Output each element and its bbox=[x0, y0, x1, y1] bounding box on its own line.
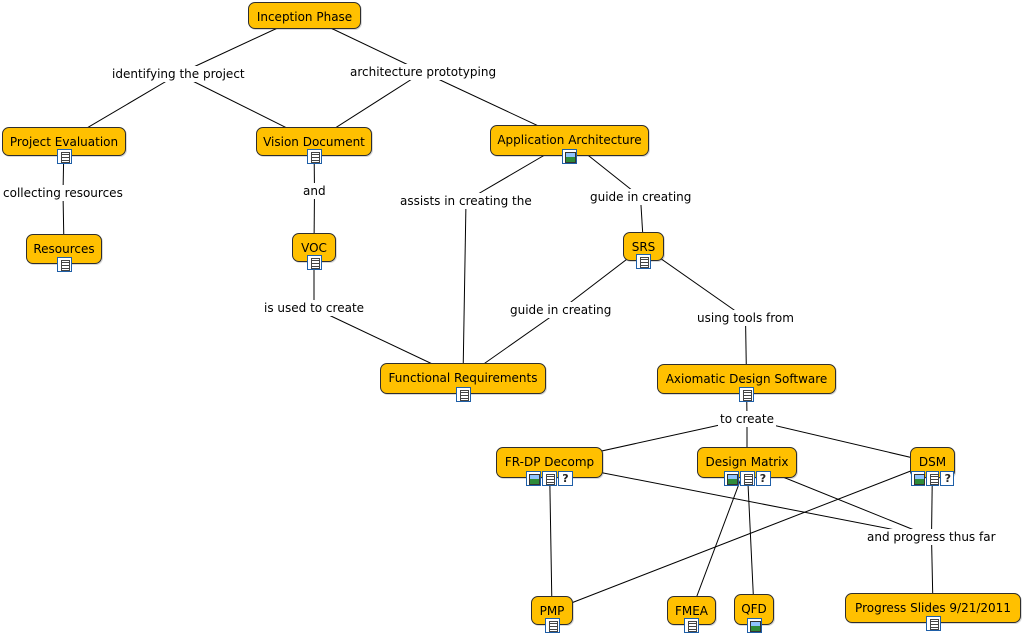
node-label: DSM bbox=[918, 455, 947, 469]
document-icon[interactable] bbox=[455, 387, 471, 402]
node-label: Resources bbox=[33, 242, 95, 256]
help-icon[interactable] bbox=[558, 471, 573, 486]
connector-frdp-pmp bbox=[549, 462, 553, 611]
help-icon[interactable] bbox=[940, 471, 955, 486]
document-icon[interactable] bbox=[306, 255, 322, 270]
node-resources[interactable]: Resources bbox=[26, 234, 102, 272]
link-label-guide-in-creating-2: guide in creating bbox=[508, 302, 614, 318]
node-label: Progress Slides 9/21/2011 bbox=[855, 601, 1011, 615]
document-icon[interactable] bbox=[544, 618, 560, 633]
node-label: Application Architecture bbox=[497, 133, 642, 147]
image-icon[interactable] bbox=[526, 471, 541, 486]
document-icon[interactable] bbox=[56, 257, 72, 272]
connector-design_matrix-qfd bbox=[746, 462, 755, 610]
document-icon[interactable] bbox=[306, 149, 322, 164]
link-label-using-tools-from: using tools from bbox=[695, 310, 796, 326]
connector-dsm-pmp bbox=[551, 462, 933, 611]
node-pmp[interactable]: PMP bbox=[531, 596, 573, 633]
node-project-evaluation[interactable]: Project Evaluation bbox=[2, 127, 126, 164]
node-fr-dp-decomp[interactable]: FR-DP Decomp bbox=[496, 447, 603, 486]
image-icon[interactable] bbox=[562, 149, 577, 164]
node-functional-requirements[interactable]: Functional Requirements bbox=[380, 363, 546, 402]
node-label: SRS bbox=[631, 240, 656, 254]
image-icon[interactable] bbox=[911, 471, 925, 486]
node-qfd[interactable]: QFD bbox=[734, 594, 774, 633]
node-label: FR-DP Decomp bbox=[504, 455, 595, 469]
document-icon[interactable] bbox=[56, 149, 72, 164]
node-application-architecture[interactable]: Application Architecture bbox=[490, 125, 649, 164]
node-inception-phase[interactable]: Inception Phase bbox=[248, 2, 361, 29]
document-icon[interactable] bbox=[925, 616, 941, 631]
node-fmea[interactable]: FMEA bbox=[667, 596, 716, 633]
link-label-to-create: to create bbox=[718, 411, 776, 427]
node-vision-document[interactable]: Vision Document bbox=[256, 127, 372, 164]
link-label-is-used-to-create: is used to create bbox=[262, 300, 367, 316]
node-label: VOC bbox=[301, 241, 327, 255]
connector-frdp-progress_thus_far bbox=[549, 462, 932, 538]
node-label: PMP bbox=[539, 604, 565, 618]
node-voc[interactable]: VOC bbox=[292, 233, 336, 270]
document-icon[interactable] bbox=[739, 387, 754, 402]
node-design-matrix[interactable]: Design Matrix bbox=[697, 447, 797, 486]
node-axiomatic-design-software[interactable]: Axiomatic Design Software bbox=[657, 364, 836, 402]
node-dsm[interactable]: DSM bbox=[910, 447, 955, 486]
image-icon[interactable] bbox=[746, 618, 762, 633]
link-label-assists-in-creating: assists in creating the bbox=[398, 193, 534, 209]
link-label-and-progress-thus-far: and progress thus far bbox=[865, 529, 998, 545]
document-icon[interactable] bbox=[739, 471, 755, 486]
node-label: QFD bbox=[741, 602, 767, 616]
document-icon[interactable] bbox=[542, 471, 557, 486]
node-progress-slides[interactable]: Progress Slides 9/21/2011 bbox=[845, 593, 1021, 631]
document-icon[interactable] bbox=[925, 471, 940, 486]
connector-to_create-dsm bbox=[746, 418, 933, 463]
node-label: Vision Document bbox=[263, 135, 365, 149]
node-label: Design Matrix bbox=[705, 455, 789, 469]
link-label-identifying-the-project: identifying the project bbox=[110, 66, 247, 82]
node-label: Functional Requirements bbox=[388, 371, 538, 385]
node-label: Project Evaluation bbox=[9, 135, 119, 149]
connector-design_matrix-fmea bbox=[691, 462, 748, 611]
link-label-architecture-prototyping: architecture prototyping bbox=[348, 64, 499, 80]
link-label-guide-in-creating: guide in creating bbox=[588, 189, 694, 205]
node-label: Inception Phase bbox=[256, 10, 353, 24]
image-icon[interactable] bbox=[723, 471, 739, 486]
help-icon[interactable] bbox=[755, 471, 771, 486]
node-srs[interactable]: SRS bbox=[623, 232, 664, 269]
document-icon[interactable] bbox=[684, 618, 699, 633]
node-label: Axiomatic Design Software bbox=[665, 372, 828, 386]
document-icon[interactable] bbox=[636, 254, 651, 269]
connector-assists-func_req bbox=[462, 200, 467, 379]
link-label-and: and bbox=[301, 183, 328, 199]
node-label: FMEA bbox=[674, 604, 709, 618]
link-label-collecting-resources: collecting resources bbox=[1, 185, 125, 201]
